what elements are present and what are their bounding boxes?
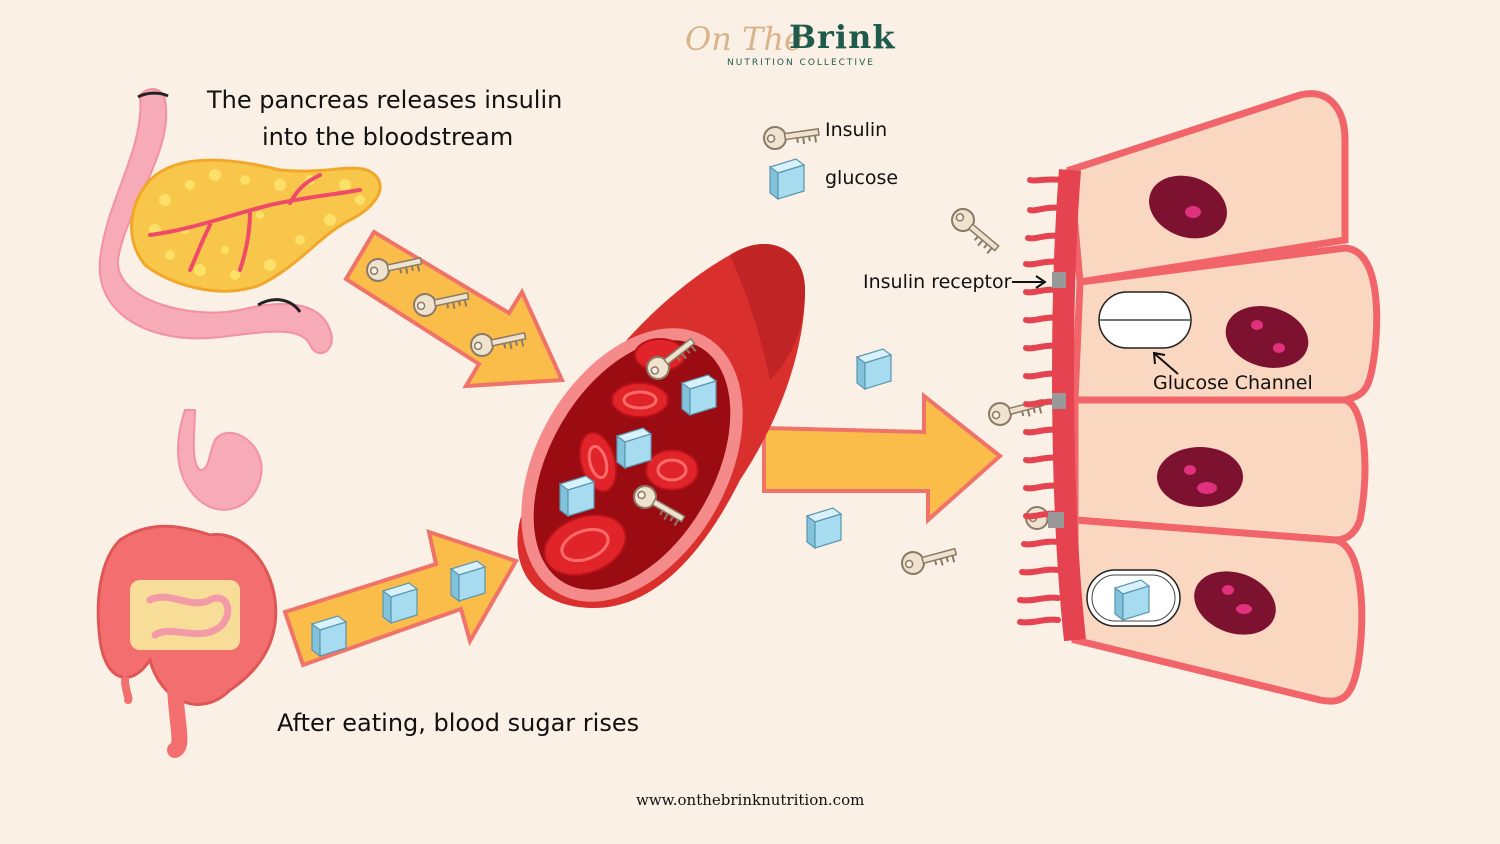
glucose-channel-label: Glucose Channel [1153, 372, 1313, 394]
legend-key-icon [761, 119, 822, 152]
legend-glucose-label: glucose [825, 167, 899, 189]
key-icon [946, 203, 1005, 258]
arrow-vessel-to-cells [762, 391, 1004, 525]
after-eating-caption: After eating, blood sugar rises [277, 709, 640, 737]
pancreas-caption-line1: The pancreas releases insulin [207, 86, 563, 114]
website-footer: www.onthebrinknutrition.com [636, 791, 865, 809]
receptor-pointer-arrow [1012, 275, 1047, 289]
glucose-cube-icon [559, 475, 595, 517]
glucose-cube-icon [1114, 579, 1150, 621]
cells-icon [1017, 90, 1381, 705]
glucose-cube-icon [450, 560, 486, 602]
channel-pointer-arrow [1152, 351, 1179, 375]
glucose-cube-icon [382, 582, 418, 624]
key-icon [898, 539, 960, 578]
glucose-cube-icon [806, 507, 842, 549]
glucose-cube-icon [856, 348, 892, 390]
digestive-system-icon [96, 409, 278, 758]
legend-glucose-cube-icon [769, 158, 805, 200]
insulin-receptor-label: Insulin receptor [863, 271, 1012, 293]
pancreas-icon [98, 88, 382, 354]
legend-insulin-label: Insulin [825, 119, 888, 141]
key-icon [985, 390, 1047, 429]
logo-subtitle: NUTRITION COLLECTIVE [727, 58, 875, 68]
glucose-cube-icon [616, 427, 652, 469]
pancreas-caption-line2: into the bloodstream [262, 123, 514, 151]
glucose-cube-icon [681, 374, 717, 416]
logo-script-text: On The [685, 20, 803, 58]
logo-brand-text: Brink [789, 18, 896, 56]
glucose-cube-icon [311, 615, 347, 657]
